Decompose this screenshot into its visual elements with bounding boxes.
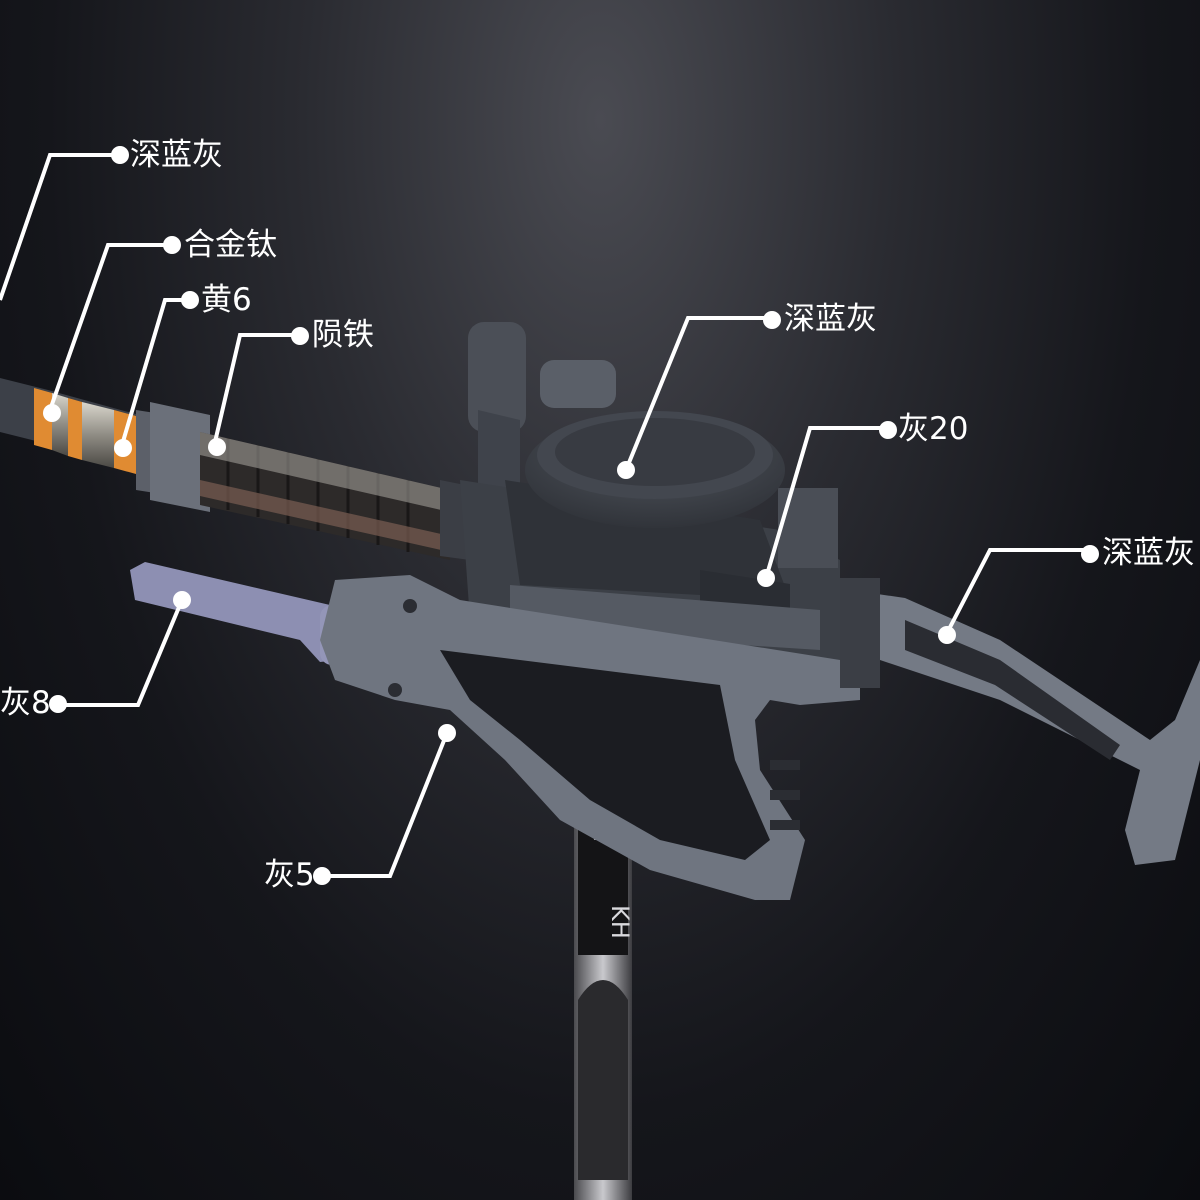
barrel-shroud: [200, 432, 450, 560]
callout-label-receiver: 灰20: [898, 411, 969, 447]
callout-label-barrel-ring-orange: 黄6: [201, 282, 252, 318]
callout-dots: [43, 146, 1099, 885]
callout-label-barrel-shroud: 陨铁: [312, 317, 374, 353]
barrel-ring-orange: [34, 388, 136, 474]
callout-label-barrel-tip: 深蓝灰: [130, 137, 223, 173]
callout-label-drum-magazine: 深蓝灰: [784, 301, 877, 337]
stock: [840, 578, 1200, 865]
leader-lines: [0, 153, 1090, 878]
clip-mark-text: KH: [606, 905, 634, 939]
barrel: [0, 378, 470, 560]
frame: [320, 575, 860, 900]
receiver: [460, 322, 840, 690]
callout-label-frame: 灰5: [264, 857, 315, 893]
callout-label-foregrip: 灰8: [0, 685, 51, 721]
drum-magazine: [525, 411, 785, 528]
callout-label-barrel-ring-metal: 合金钛: [184, 227, 277, 263]
callout-label-stock: 深蓝灰: [1102, 535, 1195, 571]
barrel-ring-metal: [52, 393, 114, 468]
